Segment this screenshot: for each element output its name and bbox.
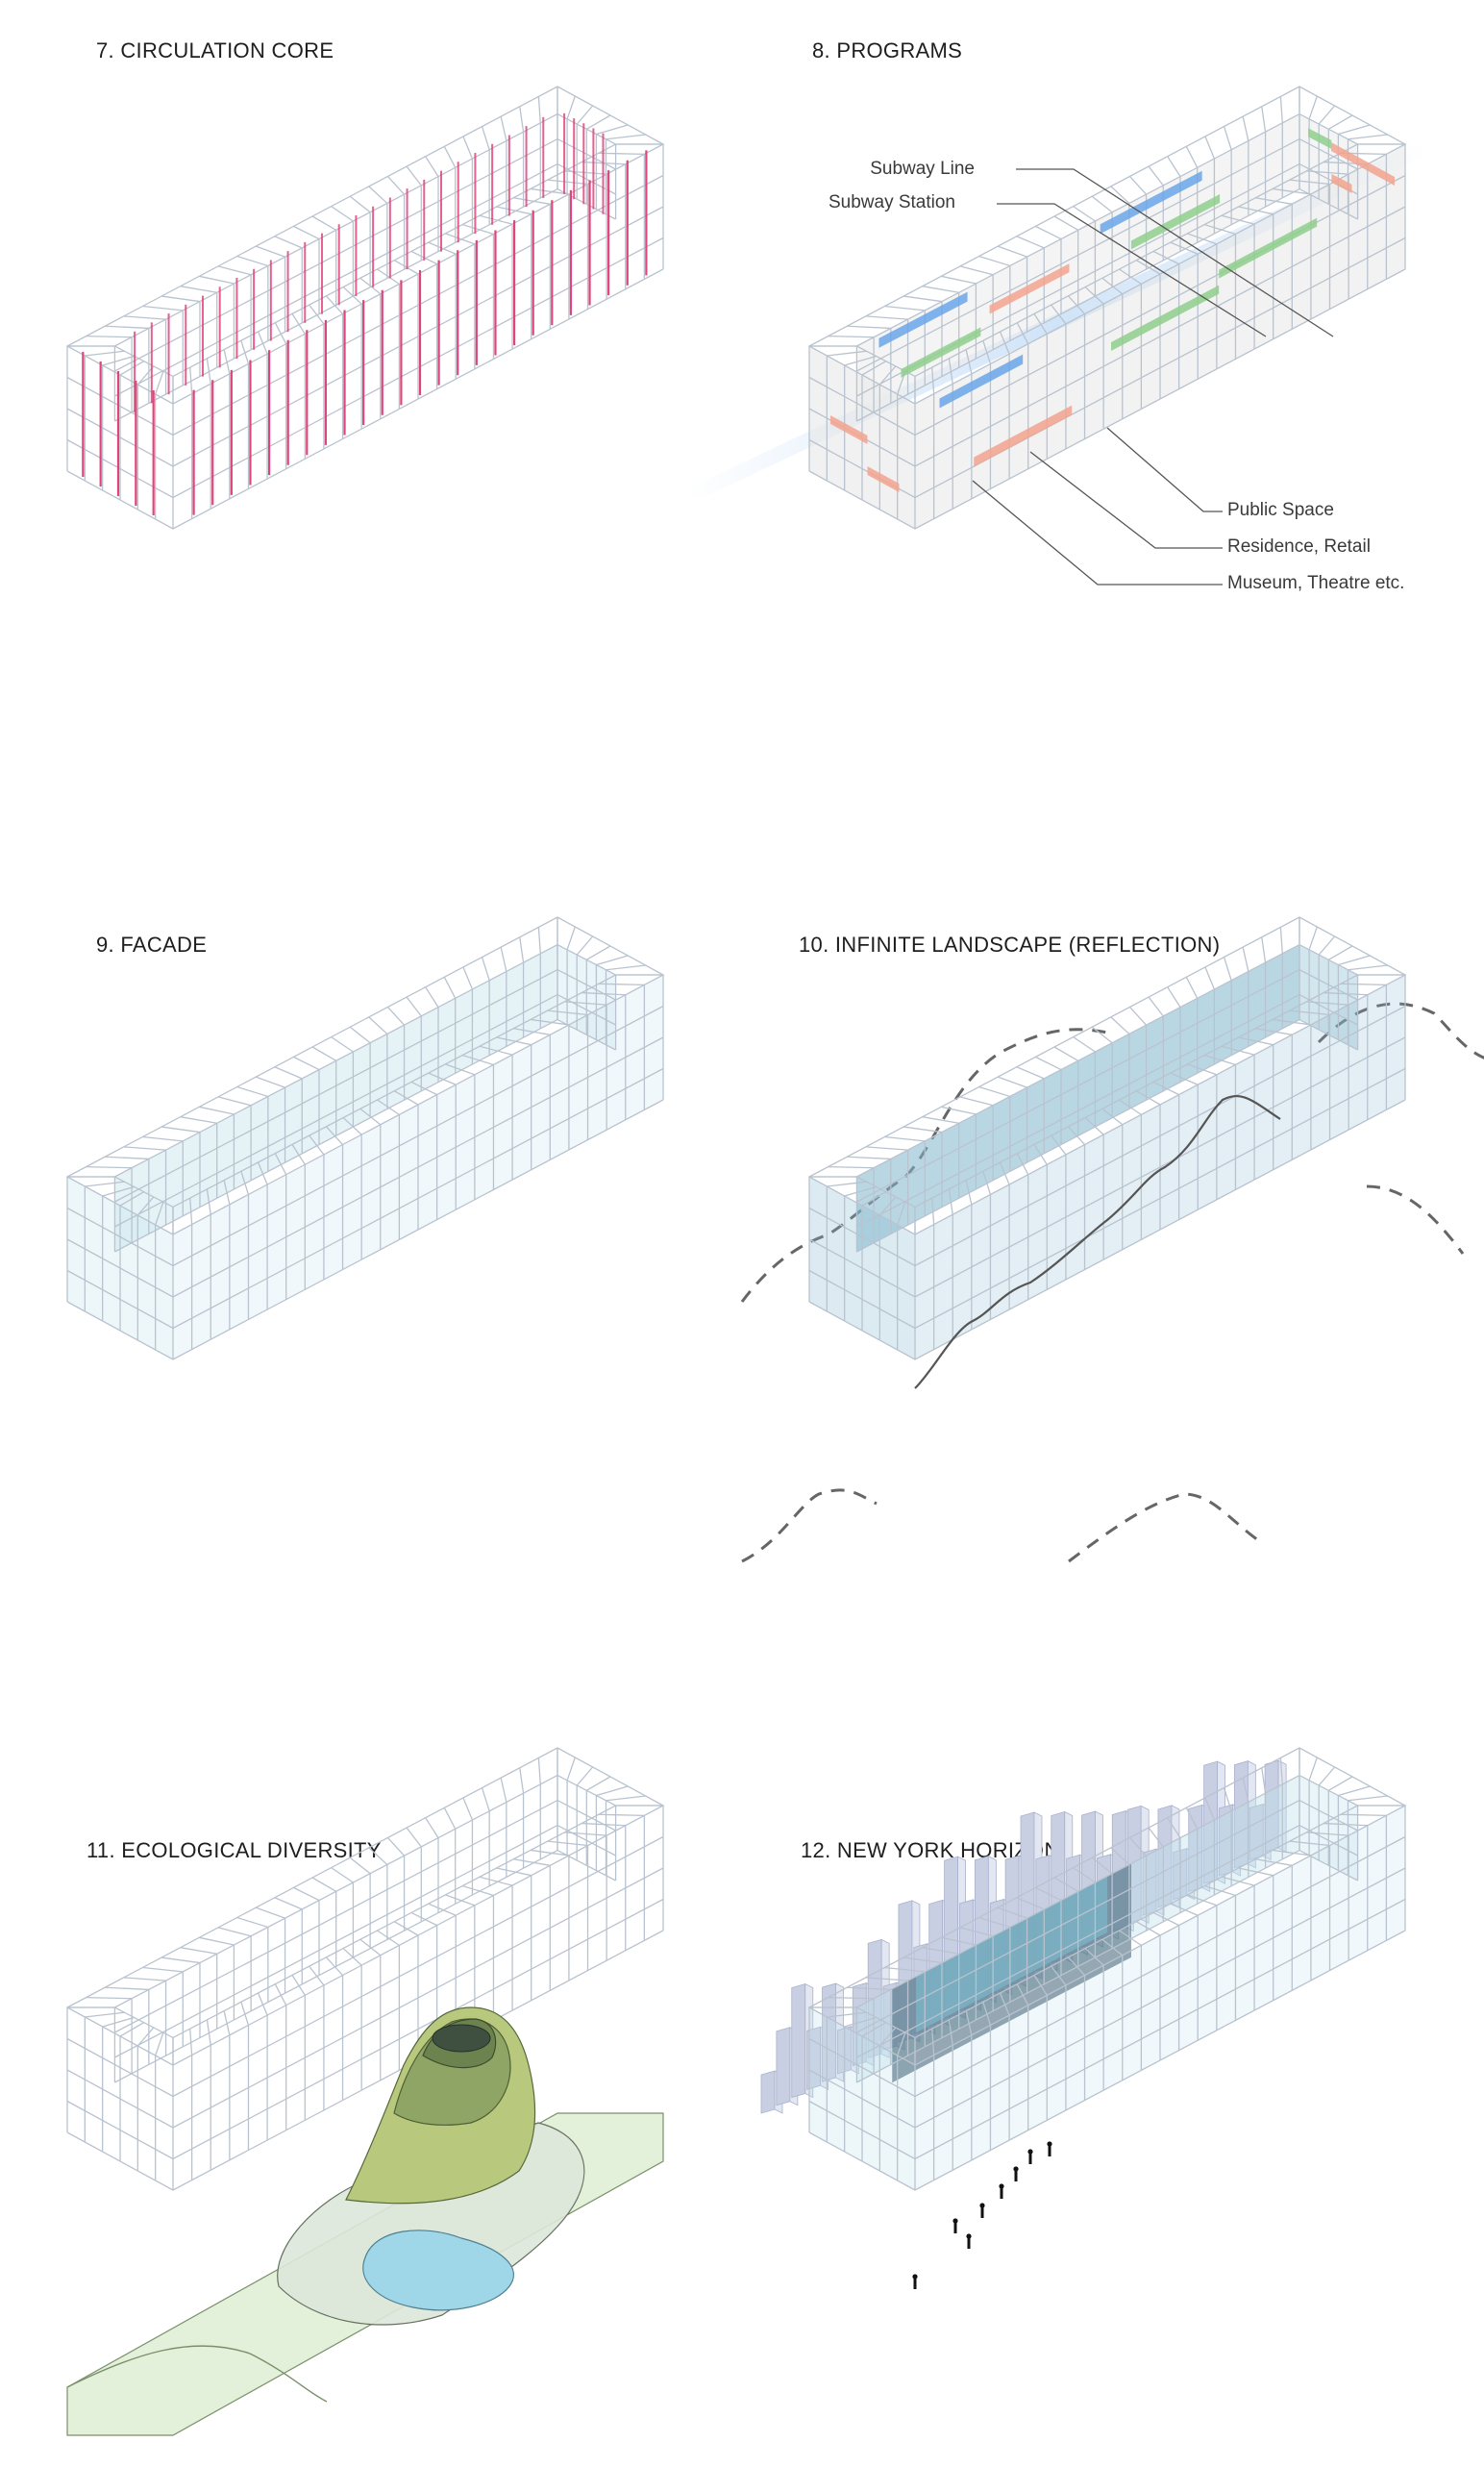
person-figure xyxy=(1000,2188,1003,2199)
skyline-building xyxy=(791,1982,806,2099)
box-wireframe xyxy=(807,1747,1407,2191)
person-figure xyxy=(953,2223,957,2233)
person-figure xyxy=(913,2279,917,2289)
person-figure xyxy=(966,2233,972,2239)
label-museum-theatre: Museum, Theatre etc. xyxy=(1227,573,1405,593)
panel-title: 10. INFINITE LANDSCAPE (REFLECTION) xyxy=(799,933,1221,957)
mountain-peak xyxy=(432,2024,491,2053)
public-space-block xyxy=(901,327,981,378)
public-space-block xyxy=(1111,285,1220,351)
programs-diagram xyxy=(684,86,1429,586)
panel-circulation-core: 7. CIRCULATION CORE xyxy=(0,0,742,831)
residence-block xyxy=(867,466,900,492)
panel-title: 9. FACADE xyxy=(96,933,208,957)
panel-new-york-horizon: 12. NEW YORK HORIZON xyxy=(742,1661,1484,2492)
box-wireframe xyxy=(65,1747,665,2191)
residence-block xyxy=(830,415,868,444)
person-figure xyxy=(999,2183,1004,2189)
box-wireframe xyxy=(65,916,665,1360)
new-york-horizon-diagram xyxy=(760,1747,1407,2289)
residence-block xyxy=(1331,142,1395,186)
label-subway-line: Subway Line xyxy=(870,159,975,179)
residence-block xyxy=(989,263,1070,314)
skyline-building xyxy=(760,2070,776,2114)
person-figure xyxy=(952,2218,958,2224)
facade-diagram xyxy=(65,916,665,1360)
panel-infinite-landscape: 10. INFINITE LANDSCAPE (REFLECTION) xyxy=(740,831,1484,1661)
program-blocks xyxy=(830,128,1395,492)
people-figures xyxy=(912,2141,1052,2289)
box-wireframe xyxy=(807,916,1407,1360)
leader-lines xyxy=(972,168,1334,586)
box-wireframe xyxy=(65,86,665,530)
label-subway-station: Subway Station xyxy=(828,192,955,212)
pond xyxy=(362,2230,514,2311)
panel-title: 7. CIRCULATION CORE xyxy=(96,38,334,62)
person-figure xyxy=(980,2207,984,2218)
ecological-diversity-diagram xyxy=(65,1747,665,2436)
residence-block xyxy=(974,405,1073,467)
box-wireframe xyxy=(807,86,1407,530)
public-space-block xyxy=(1308,128,1332,149)
person-figure xyxy=(1014,2171,1018,2181)
skyline-building xyxy=(776,2027,791,2106)
person-figure xyxy=(1047,2141,1052,2147)
meadow-boundary xyxy=(66,2345,328,2403)
panel-programs: 8. PROGRAMS Subway Line Subway Station P… xyxy=(684,0,1484,831)
public-space-block xyxy=(1130,194,1221,250)
panel-ecological-diversity: 11. ECOLOGICAL DIVERSITY xyxy=(0,1661,742,2492)
person-figure xyxy=(1028,2154,1032,2164)
person-figure xyxy=(1048,2146,1051,2156)
circulation-lines xyxy=(82,112,648,515)
person-figure xyxy=(1013,2166,1019,2172)
infinite-landscape-diagram xyxy=(740,916,1484,1563)
panel-title: 8. PROGRAMS xyxy=(812,38,963,62)
subway-block xyxy=(878,291,968,348)
person-figure xyxy=(1027,2149,1033,2155)
subway-block xyxy=(939,354,1024,409)
label-residence-retail: Residence, Retail xyxy=(1227,536,1371,557)
subway-block xyxy=(1100,170,1202,235)
person-figure xyxy=(979,2203,985,2208)
panel-title: 11. ECOLOGICAL DIVERSITY xyxy=(87,1838,382,1862)
ridge-line xyxy=(914,1095,1281,1389)
label-public-space: Public Space xyxy=(1227,500,1334,520)
circulation-core-diagram xyxy=(65,86,665,530)
person-figure xyxy=(912,2274,918,2280)
public-space-block xyxy=(1219,217,1318,279)
panel-facade: 9. FACADE xyxy=(0,831,742,1661)
person-figure xyxy=(967,2238,971,2249)
residence-block xyxy=(1331,173,1352,193)
